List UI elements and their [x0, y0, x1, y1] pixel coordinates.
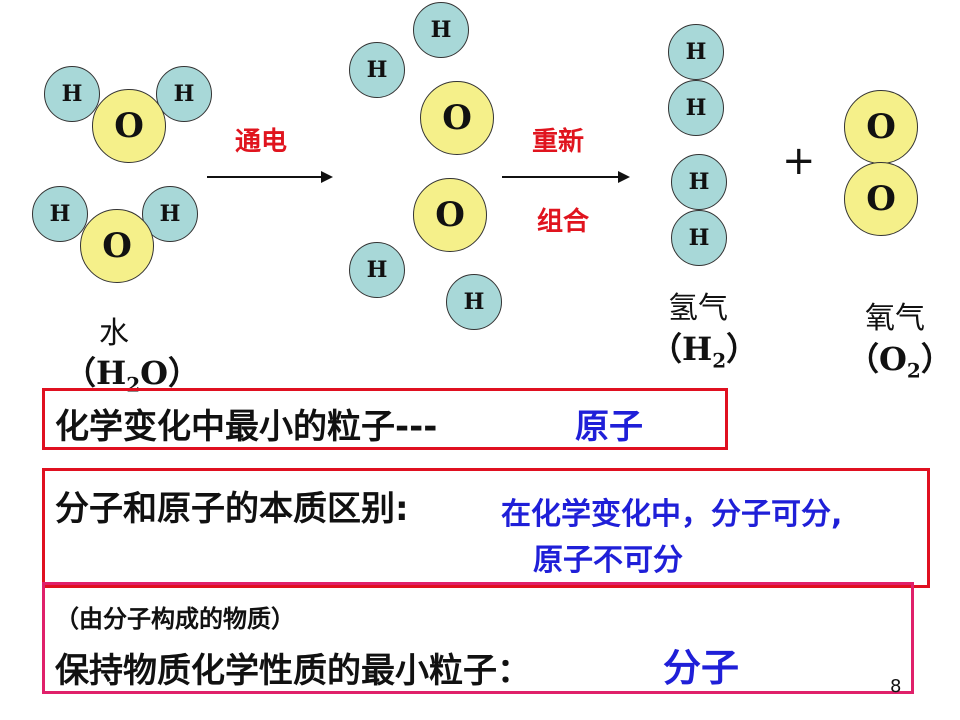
- paren-open: （: [650, 330, 683, 368]
- formula-rest: O: [140, 354, 169, 392]
- paren-close: ）: [168, 354, 201, 392]
- formula-subscript: 2: [906, 358, 921, 383]
- page-number: 8: [890, 676, 902, 697]
- box2-answer-line2: 原子不可分: [533, 543, 683, 578]
- paren-open: （: [64, 354, 97, 392]
- formula-subscript: 2: [712, 348, 727, 373]
- oxygen-atom: O: [92, 89, 166, 163]
- paren-close: ）: [920, 340, 953, 378]
- oxygen-atom: O: [80, 209, 154, 283]
- oxygen-formula: （O2）: [847, 334, 953, 382]
- formula-base: H: [682, 330, 713, 368]
- smallest-particle-box: 化学变化中最小的粒子--- 原子: [42, 388, 728, 450]
- plus-sign: +: [782, 138, 816, 184]
- hydrogen-atom: H: [668, 80, 724, 136]
- paren-close: ）: [726, 330, 759, 368]
- electrolysis-label: 通电: [235, 127, 288, 157]
- box3-answer: 分子: [663, 646, 740, 690]
- water-formula: （H2O）: [64, 348, 200, 396]
- hydrogen-atom: H: [32, 186, 88, 242]
- oxygen-atom: O: [844, 162, 918, 236]
- box2-answer-line1: 在化学变化中，分子可分,: [501, 497, 843, 532]
- oxygen-gas-label: 氧气: [865, 301, 925, 336]
- formula-base: H: [96, 354, 127, 392]
- recombine-label-line2: 组合: [537, 207, 590, 237]
- oxygen-atom: O: [413, 178, 487, 252]
- arrow-icon: [502, 171, 630, 183]
- hydrogen-atom: H: [156, 66, 212, 122]
- hydrogen-atom: H: [446, 274, 502, 330]
- hydrogen-atom: H: [413, 2, 469, 58]
- box3-note: （由分子构成的物质）: [55, 605, 295, 633]
- oxygen-atom: O: [844, 90, 918, 164]
- water-label: 水: [99, 316, 129, 351]
- essential-difference-box: 分子和原子的本质区别: 在化学变化中，分子可分, 原子不可分: [42, 468, 930, 588]
- box1-answer: 原子: [575, 407, 643, 447]
- hydrogen-atom: H: [44, 66, 100, 122]
- hydrogen-atom: H: [671, 154, 727, 210]
- hydrogen-atom: H: [349, 242, 405, 298]
- hydrogen-atom: H: [668, 24, 724, 80]
- paren-open: （: [847, 340, 880, 378]
- arrow-icon: [207, 171, 333, 183]
- chemical-property-box: （由分子构成的物质） 保持物质化学性质的最小粒子： 分子: [42, 582, 914, 694]
- formula-base: O: [879, 340, 907, 378]
- hydrogen-gas-label: 氢气: [668, 291, 728, 326]
- hydrogen-atom: H: [349, 42, 405, 98]
- oxygen-atom: O: [420, 81, 494, 155]
- box2-question: 分子和原子的本质区别:: [55, 489, 409, 529]
- hydrogen-formula: （H2）: [650, 324, 758, 372]
- box1-question: 化学变化中最小的粒子---: [55, 407, 438, 447]
- box3-question: 保持物质化学性质的最小粒子：: [55, 651, 531, 691]
- hydrogen-atom: H: [671, 210, 727, 266]
- recombine-label-line1: 重新: [532, 127, 585, 157]
